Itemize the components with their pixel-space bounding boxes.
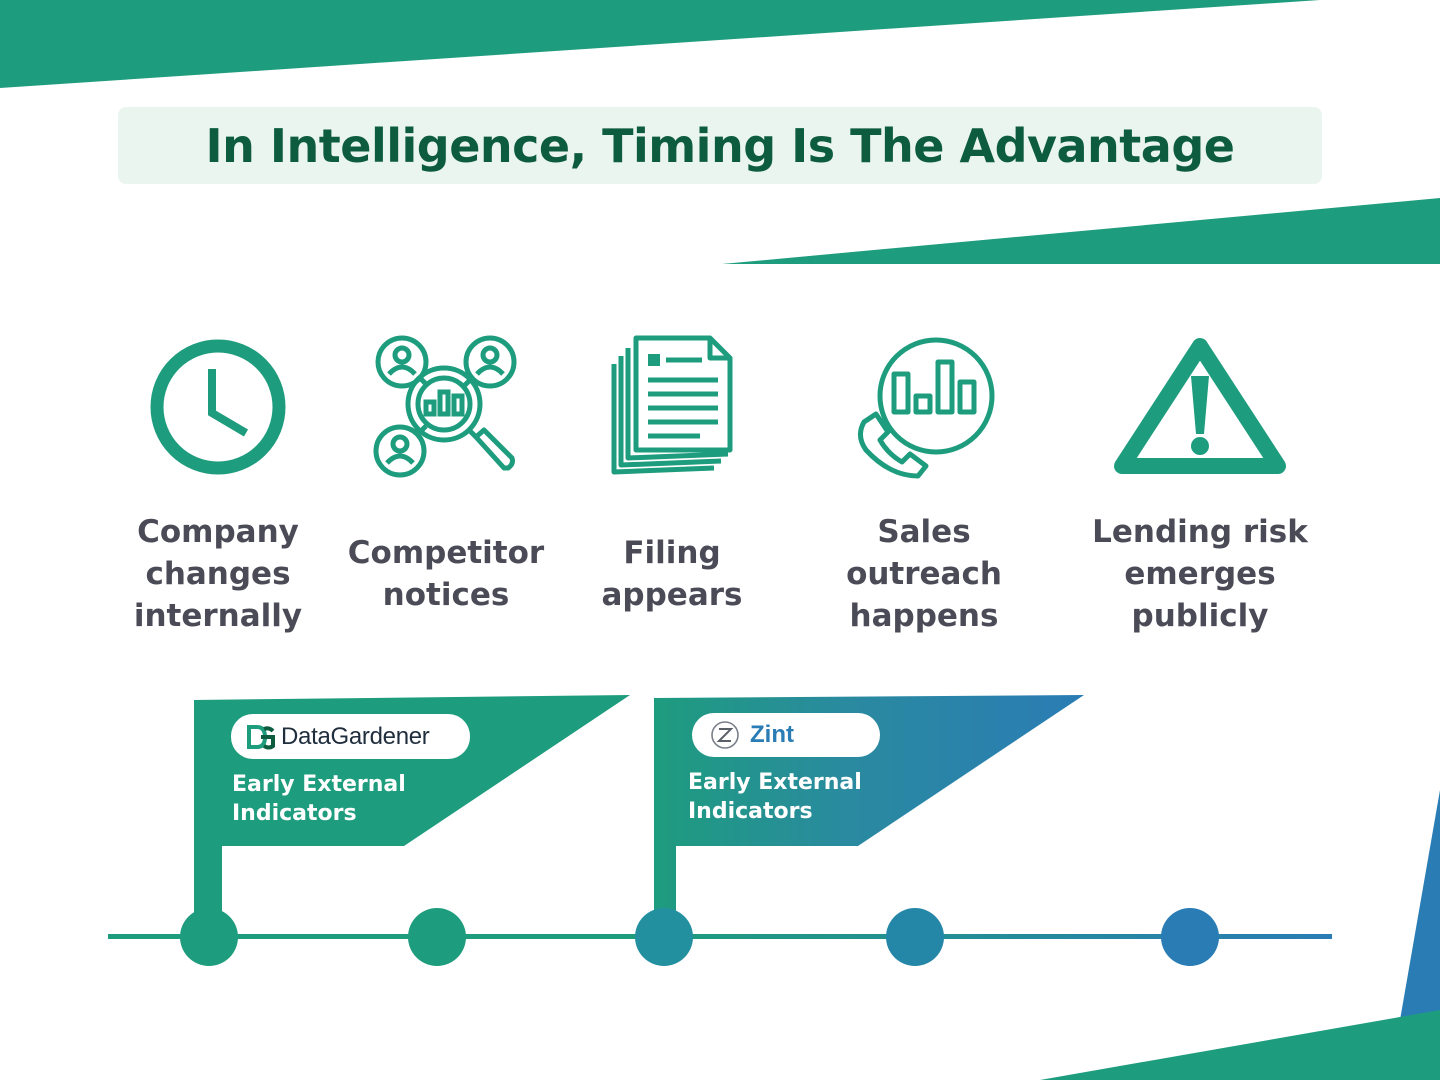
title-banner: In Intelligence, Timing Is The Advantage [118,107,1322,184]
zint-brand-name: Zint [750,721,794,748]
datagardener-logo-icon [247,724,275,749]
timeline-line [108,934,1332,939]
phone-chart-icon [858,337,995,479]
zint-logo-icon [711,721,739,749]
datagardener-brand-name: DataGardener [281,722,430,750]
timeline-node-5 [1161,908,1219,966]
documents-icon [611,335,733,475]
timeline-node-3 [635,908,693,966]
right-banner-shape [722,198,1440,264]
timeline-node-1 [180,908,238,966]
bottom-right-blue-shape [1400,790,1440,1080]
zint-badge: Zint [692,713,880,757]
top-banner-shape [0,0,1320,88]
bottom-right-green-shape [1040,1010,1440,1080]
timeline-node-4 [886,908,944,966]
clock-icon [150,339,286,475]
page-title: In Intelligence, Timing Is The Advantage [205,118,1235,173]
timeline-node-2 [408,908,466,966]
warning-icon [1114,338,1286,474]
network-magnifier-icon [373,335,517,478]
datagardener-badge: DataGardener [231,714,470,759]
